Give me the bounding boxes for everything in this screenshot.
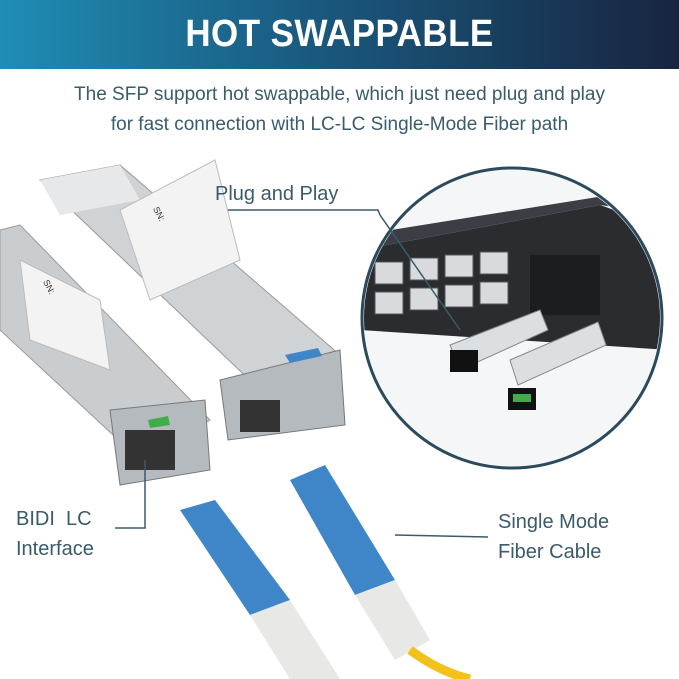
- fiber-label-line-2: Fiber Cable: [498, 541, 602, 563]
- plug-and-play-label: Plug and Play: [215, 183, 339, 205]
- fiber-label-line-1: Single Mode: [498, 511, 610, 533]
- subtitle-line-1: The SFP support hot swappable, which jus…: [74, 84, 605, 105]
- bidi-label-line-2: Interface: [16, 538, 94, 560]
- switch-zoom-circle: [360, 166, 664, 470]
- bidi-callout-line: [115, 460, 146, 529]
- page-title: HOT SWAPPABLE: [185, 13, 494, 55]
- plug-callout-line: [379, 214, 461, 331]
- sfp-module-front: [0, 224, 211, 486]
- fiber-callout-line: [394, 534, 489, 538]
- lc-connector-right: [290, 465, 472, 679]
- header-banner: HOT SWAPPABLE: [0, 0, 679, 69]
- sfp-module-back: [38, 159, 346, 441]
- lc-connector-left: [180, 500, 340, 679]
- bidi-label-line-1: BIDI LC: [16, 508, 92, 530]
- subtitle-line-2: for fast connection with LC-LC Single-Mo…: [110, 114, 569, 135]
